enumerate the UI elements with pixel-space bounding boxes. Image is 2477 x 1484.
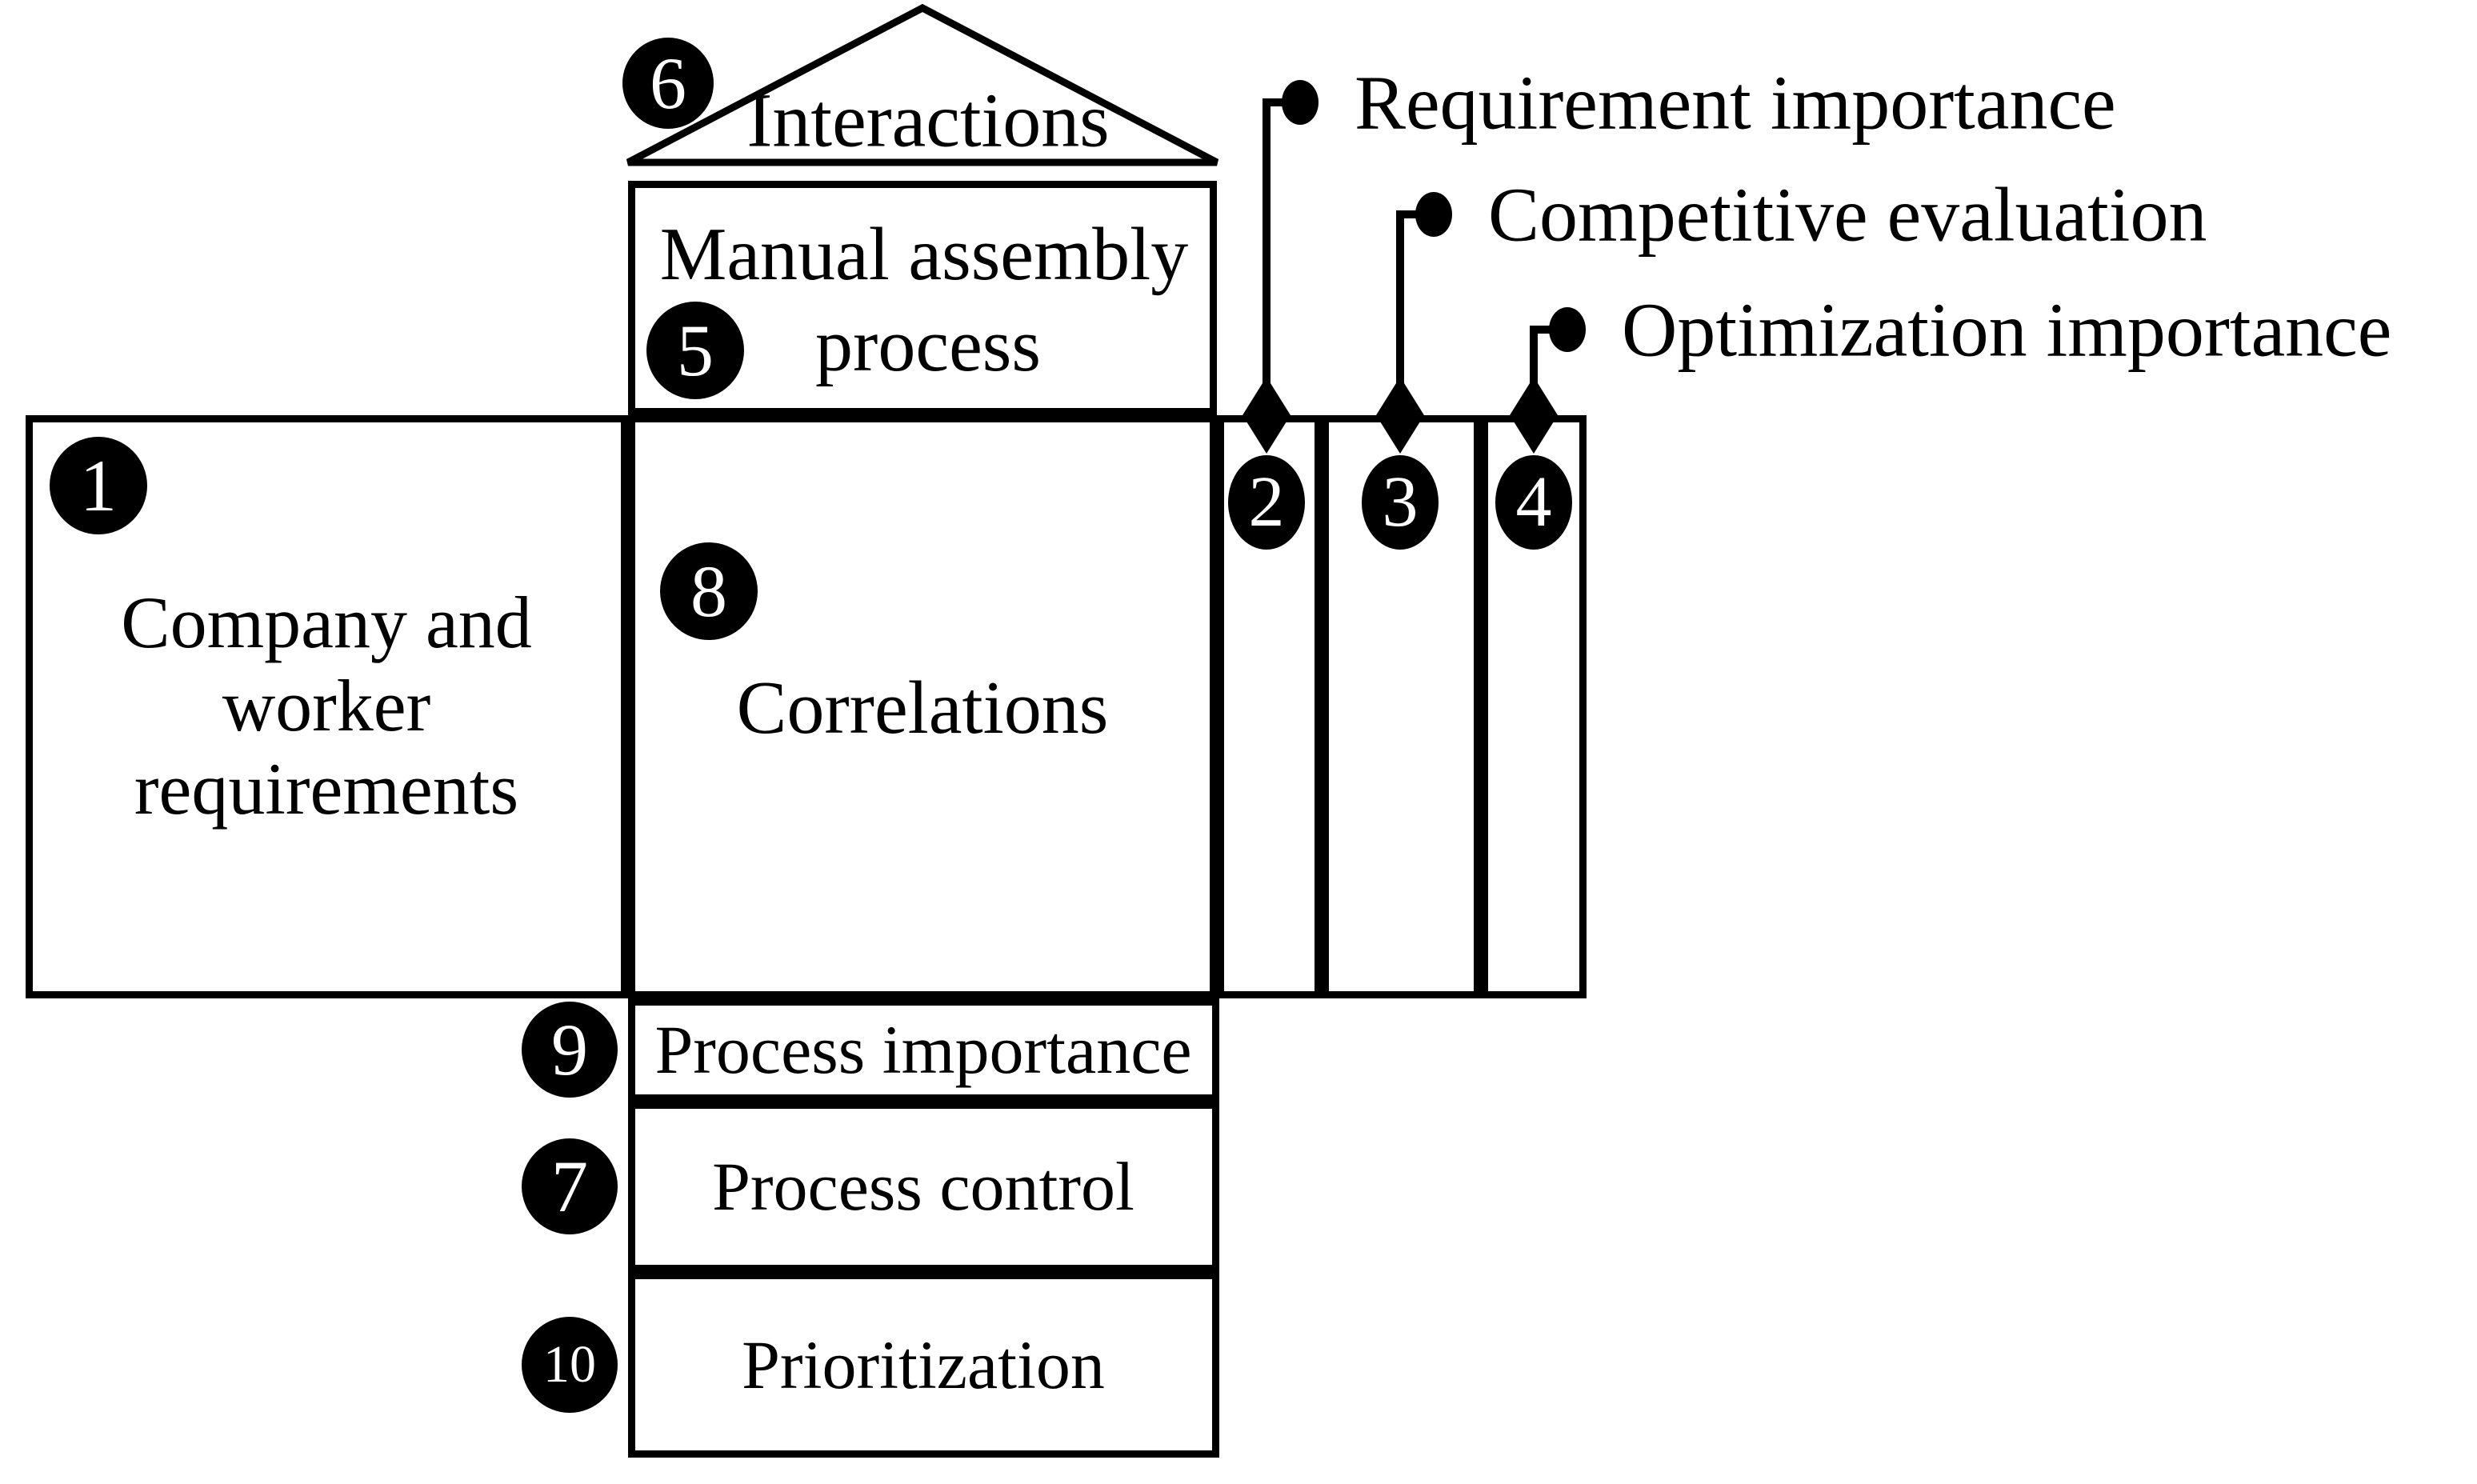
process-importance-label: Process importance	[654, 1011, 1192, 1088]
step-badge-2-number: 2	[1248, 462, 1285, 542]
callout-line-requirement-importance	[1263, 98, 1291, 415]
step-badge-8-number: 8	[690, 550, 727, 632]
requirements-line3: requirements	[134, 747, 519, 830]
manual-assembly-line1: Manual assembly	[659, 213, 1189, 296]
requirements-line2: worker	[222, 665, 431, 747]
process-control-box	[628, 1102, 1219, 1272]
step-badge-1: 1	[50, 437, 147, 534]
correlations-box	[628, 415, 1217, 998]
step-badge-7-number: 7	[551, 1146, 588, 1227]
optimization-importance-label: Optimization importance	[1622, 286, 2392, 373]
requirements-label: Company and worker requirements	[121, 582, 532, 831]
competitive-evaluation-label: Competitive evaluation	[1488, 171, 2207, 258]
requirements-line1: Company and	[121, 582, 532, 664]
step-badge-8: 8	[660, 542, 758, 640]
step-badge-6-number: 6	[650, 42, 686, 124]
process-control-label: Process control	[712, 1148, 1134, 1225]
process-importance-box	[628, 998, 1219, 1102]
prioritization-box	[628, 1272, 1219, 1458]
step-badge-3-number: 3	[1382, 462, 1419, 542]
prioritization-label: Prioritization	[742, 1326, 1105, 1403]
step-badge-3: 3	[1362, 455, 1439, 550]
step-badge-4: 4	[1495, 455, 1572, 550]
step-badge-6: 6	[622, 38, 714, 129]
callout-dot-icon	[1282, 80, 1319, 125]
correlations-label: Correlations	[736, 666, 1109, 750]
callout-diamond-icon	[1376, 377, 1424, 454]
callout-dot-icon	[1415, 192, 1452, 237]
step-badge-10-number: 10	[543, 1335, 596, 1394]
requirements-label-stack: Company and worker requirements	[121, 582, 532, 831]
roof-label: Interactions	[746, 77, 1110, 163]
step-badge-4-number: 4	[1515, 462, 1552, 542]
step-badge-2: 2	[1228, 455, 1305, 550]
step-badge-7: 7	[522, 1138, 618, 1234]
step-badge-5-number: 5	[677, 310, 714, 391]
step-badge-10: 10	[522, 1317, 618, 1413]
roof-triangle	[626, 3, 1219, 166]
requirement-importance-label: Requirement importance	[1355, 59, 2116, 146]
callout-dot-icon	[1549, 307, 1586, 352]
callout-diamond-icon	[1510, 377, 1558, 454]
manual-assembly-line2: process	[815, 304, 1041, 387]
callout-diamond-icon	[1243, 377, 1291, 454]
step-badge-5: 5	[646, 302, 744, 399]
step-badge-1-number: 1	[80, 445, 117, 526]
step-badge-9: 9	[522, 1002, 618, 1098]
step-badge-9-number: 9	[551, 1009, 588, 1090]
competitive-evaluation-column	[1322, 415, 1481, 998]
